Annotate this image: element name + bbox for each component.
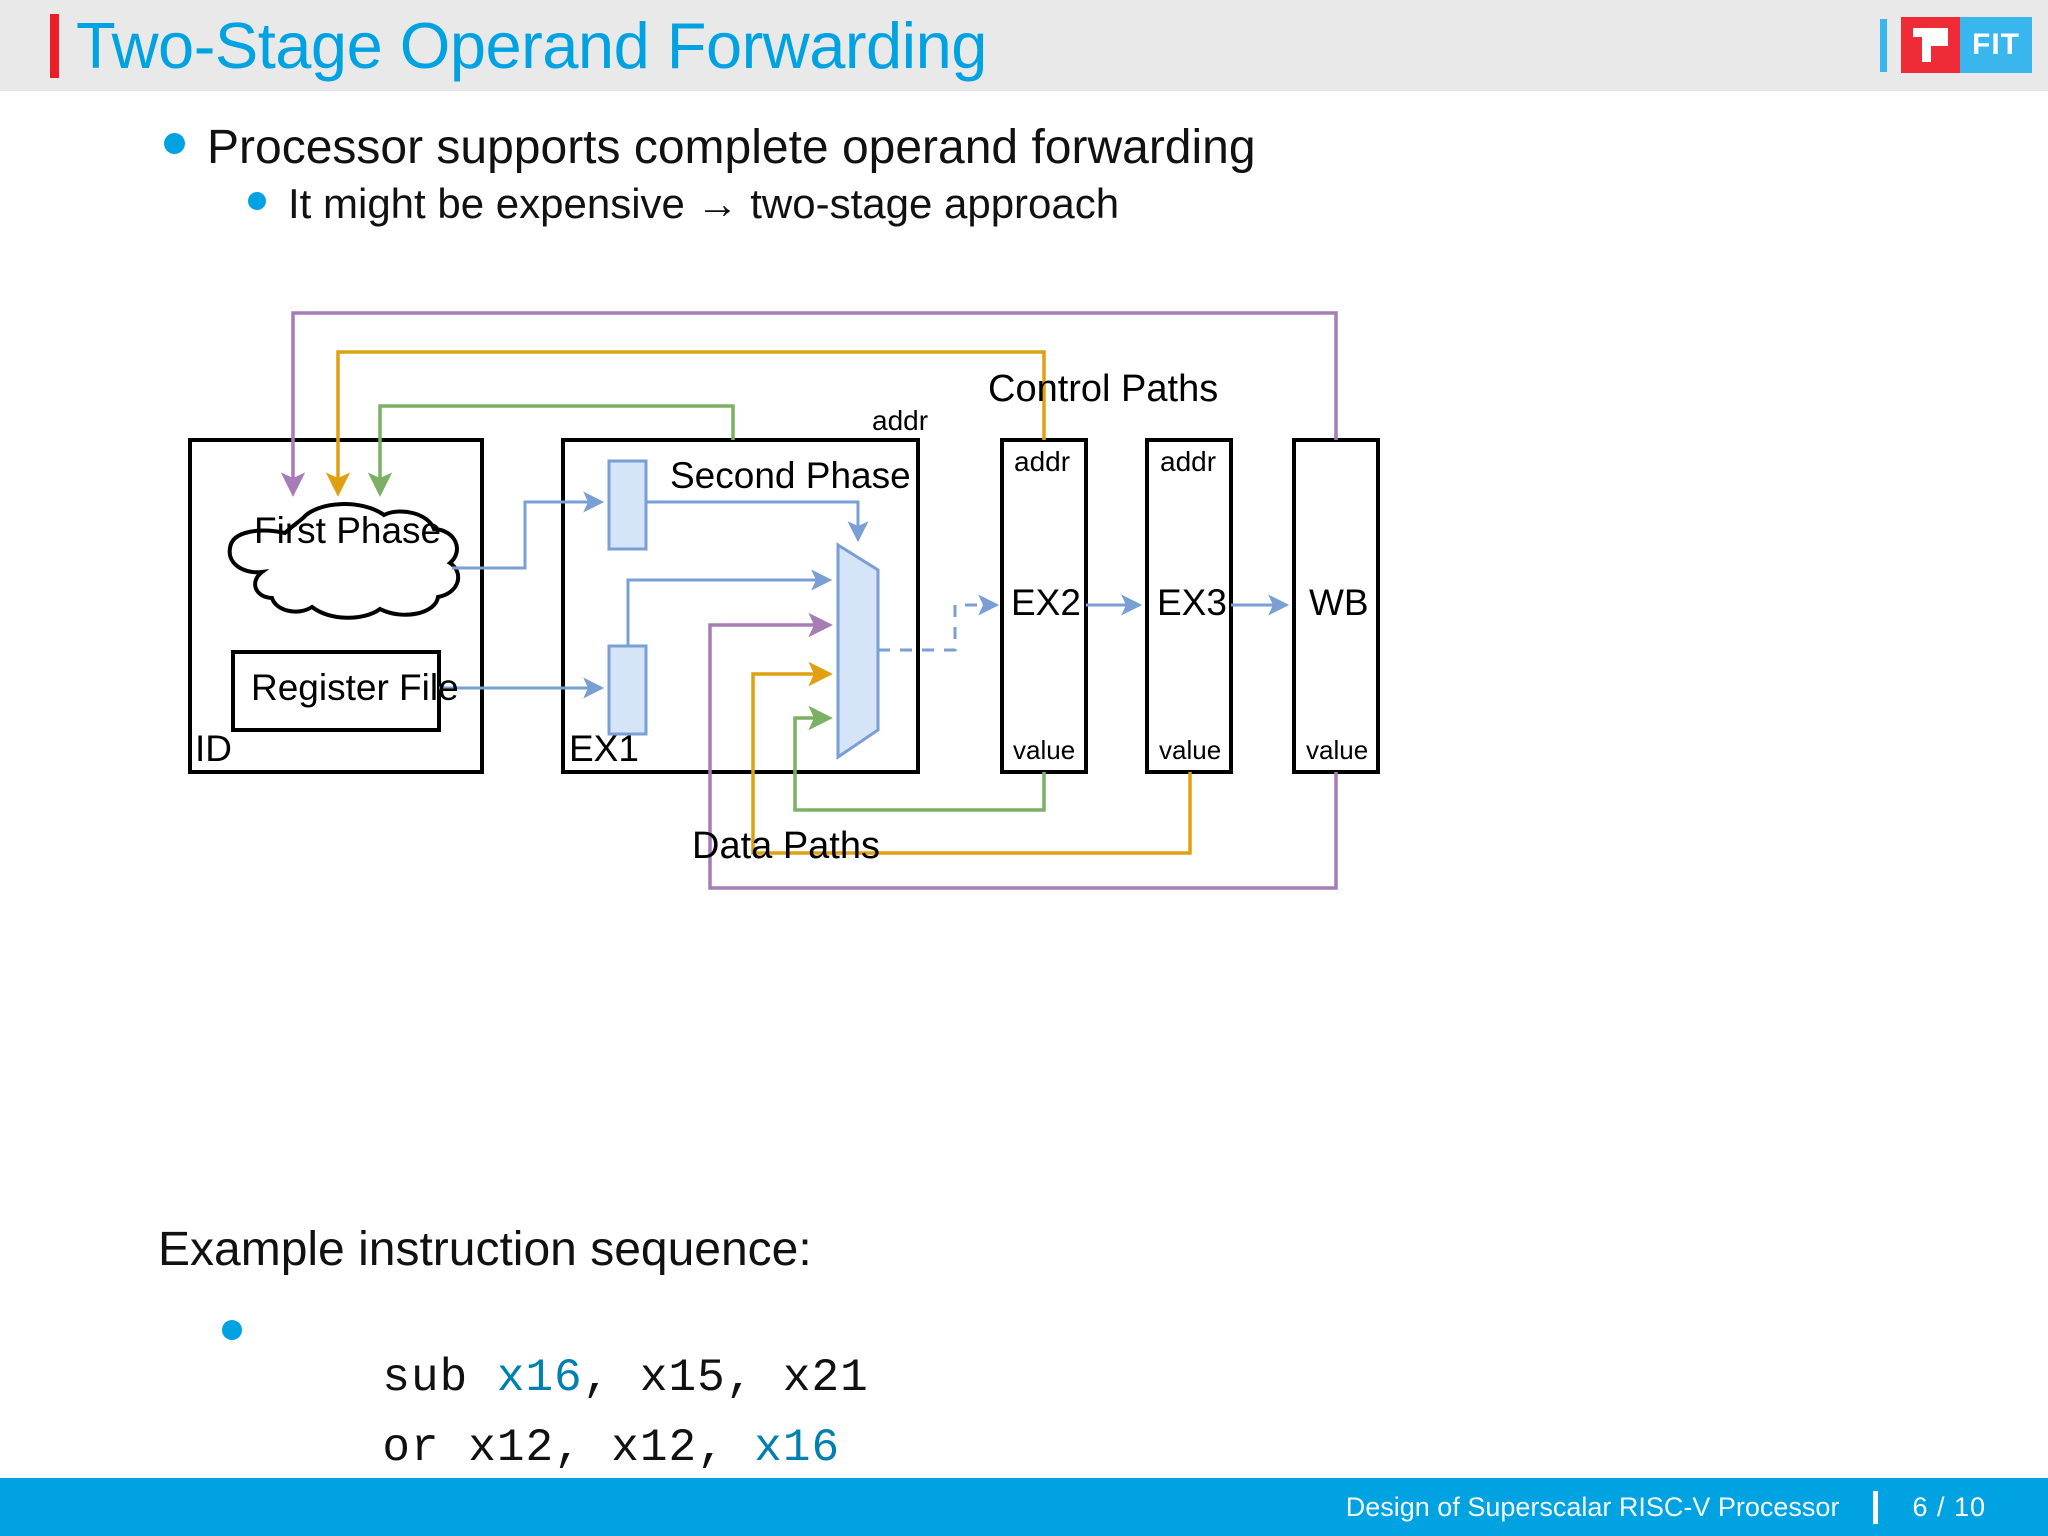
stage-box-ex1 <box>561 438 920 774</box>
pipeline-register-upper <box>607 459 648 551</box>
slide-header: Two-Stage Operand Forwarding FIT <box>0 0 2048 91</box>
footer-page-number: 6 / 10 <box>1912 1491 1986 1522</box>
instruction-line-1: sub x16, x15, x21 <box>268 1300 869 1456</box>
label-second-phase: Second Phase <box>670 455 911 496</box>
logo-boxes: FIT <box>1901 17 2032 73</box>
page-title: Two-Stage Operand Forwarding <box>76 9 987 82</box>
code-bullet-dot-icon <box>222 1320 242 1340</box>
datapath-cloud-to-reg <box>452 491 605 570</box>
logo-t-mark-icon <box>1901 17 1960 73</box>
label-addr-ex2: addr <box>1014 446 1071 477</box>
instruction-prefix: sub <box>382 1352 497 1404</box>
forwarding-diagram: Control Paths Data Paths addr addr addr … <box>0 280 2048 930</box>
label-control-paths: Control Paths <box>988 368 1219 410</box>
label-stage-ex2: EX2 <box>1011 582 1081 623</box>
register-file-box <box>231 650 441 732</box>
instruction-prefix: or x12, x12, <box>382 1422 755 1474</box>
bullet-text: It might be expensive → two-stage approa… <box>288 180 1120 227</box>
logo-t-nub <box>1931 37 1948 46</box>
instruction-line-2: or x12, x12, x16 <box>268 1370 840 1526</box>
datapath-reg-to-mux-in1 <box>626 569 833 646</box>
bullet-text: Processor supports complete operand forw… <box>207 121 1256 174</box>
diagram-canvas <box>188 311 1380 890</box>
label-register-file: Register File <box>251 667 459 708</box>
footer-deck-title: Design of Superscalar RISC-V Processor <box>1345 1491 1840 1522</box>
label-value-wb: value <box>1306 735 1369 765</box>
first-phase-cloud <box>227 502 461 620</box>
label-data-paths: Data Paths <box>692 825 880 867</box>
slide-footer: Design of Superscalar RISC-V Processor 6… <box>0 1478 2048 1536</box>
datapath-reg-to-mux-top <box>646 500 869 543</box>
label-stage-wb: WB <box>1309 582 1369 623</box>
example-heading: Example instruction sequence: <box>158 1223 812 1276</box>
footer-separator <box>1873 1490 1879 1524</box>
pipeline-register-lower <box>607 644 648 736</box>
bullet-item-level2: It might be expensive → two-stage approa… <box>248 180 1119 228</box>
stage-box-id <box>188 438 484 774</box>
title-accent-bar <box>50 14 59 78</box>
datapath-mux-out-dashed <box>878 594 1000 652</box>
label-stage-id: ID <box>195 728 232 769</box>
controlpath-orange-addr <box>325 350 1046 497</box>
bullet-item-level1: Processor supports complete operand forw… <box>164 120 1256 175</box>
label-value-ex2: value <box>1013 735 1076 765</box>
logo-t-stem <box>1922 28 1931 62</box>
label-stage-ex1: EX1 <box>569 728 639 769</box>
controlpath-purple-addr <box>280 311 1338 497</box>
brand-logo: FIT <box>1880 15 2032 75</box>
instruction-suffix: , x15, x21 <box>582 1352 869 1404</box>
logo-fit-word: FIT <box>1960 17 2032 73</box>
instruction-highlight-register: x16 <box>754 1422 841 1474</box>
datapath-orange-value <box>751 661 1192 855</box>
controlpath-green-addr <box>367 404 735 497</box>
label-first-phase: First Phase <box>254 510 442 551</box>
bullet-dot-icon <box>248 192 266 210</box>
bullet-dot-icon <box>164 133 185 154</box>
datapath-purple-value <box>708 612 1338 890</box>
logo-divider-bar <box>1880 18 1887 72</box>
label-value-ex3: value <box>1159 735 1222 765</box>
label-stage-ex3: EX3 <box>1157 582 1227 623</box>
datapath-green-value <box>793 705 1046 812</box>
label-addr-ex1: addr <box>872 405 929 436</box>
label-addr-ex3: addr <box>1160 446 1217 477</box>
instruction-highlight-register: x16 <box>496 1352 583 1404</box>
forwarding-multiplexer <box>836 542 880 760</box>
